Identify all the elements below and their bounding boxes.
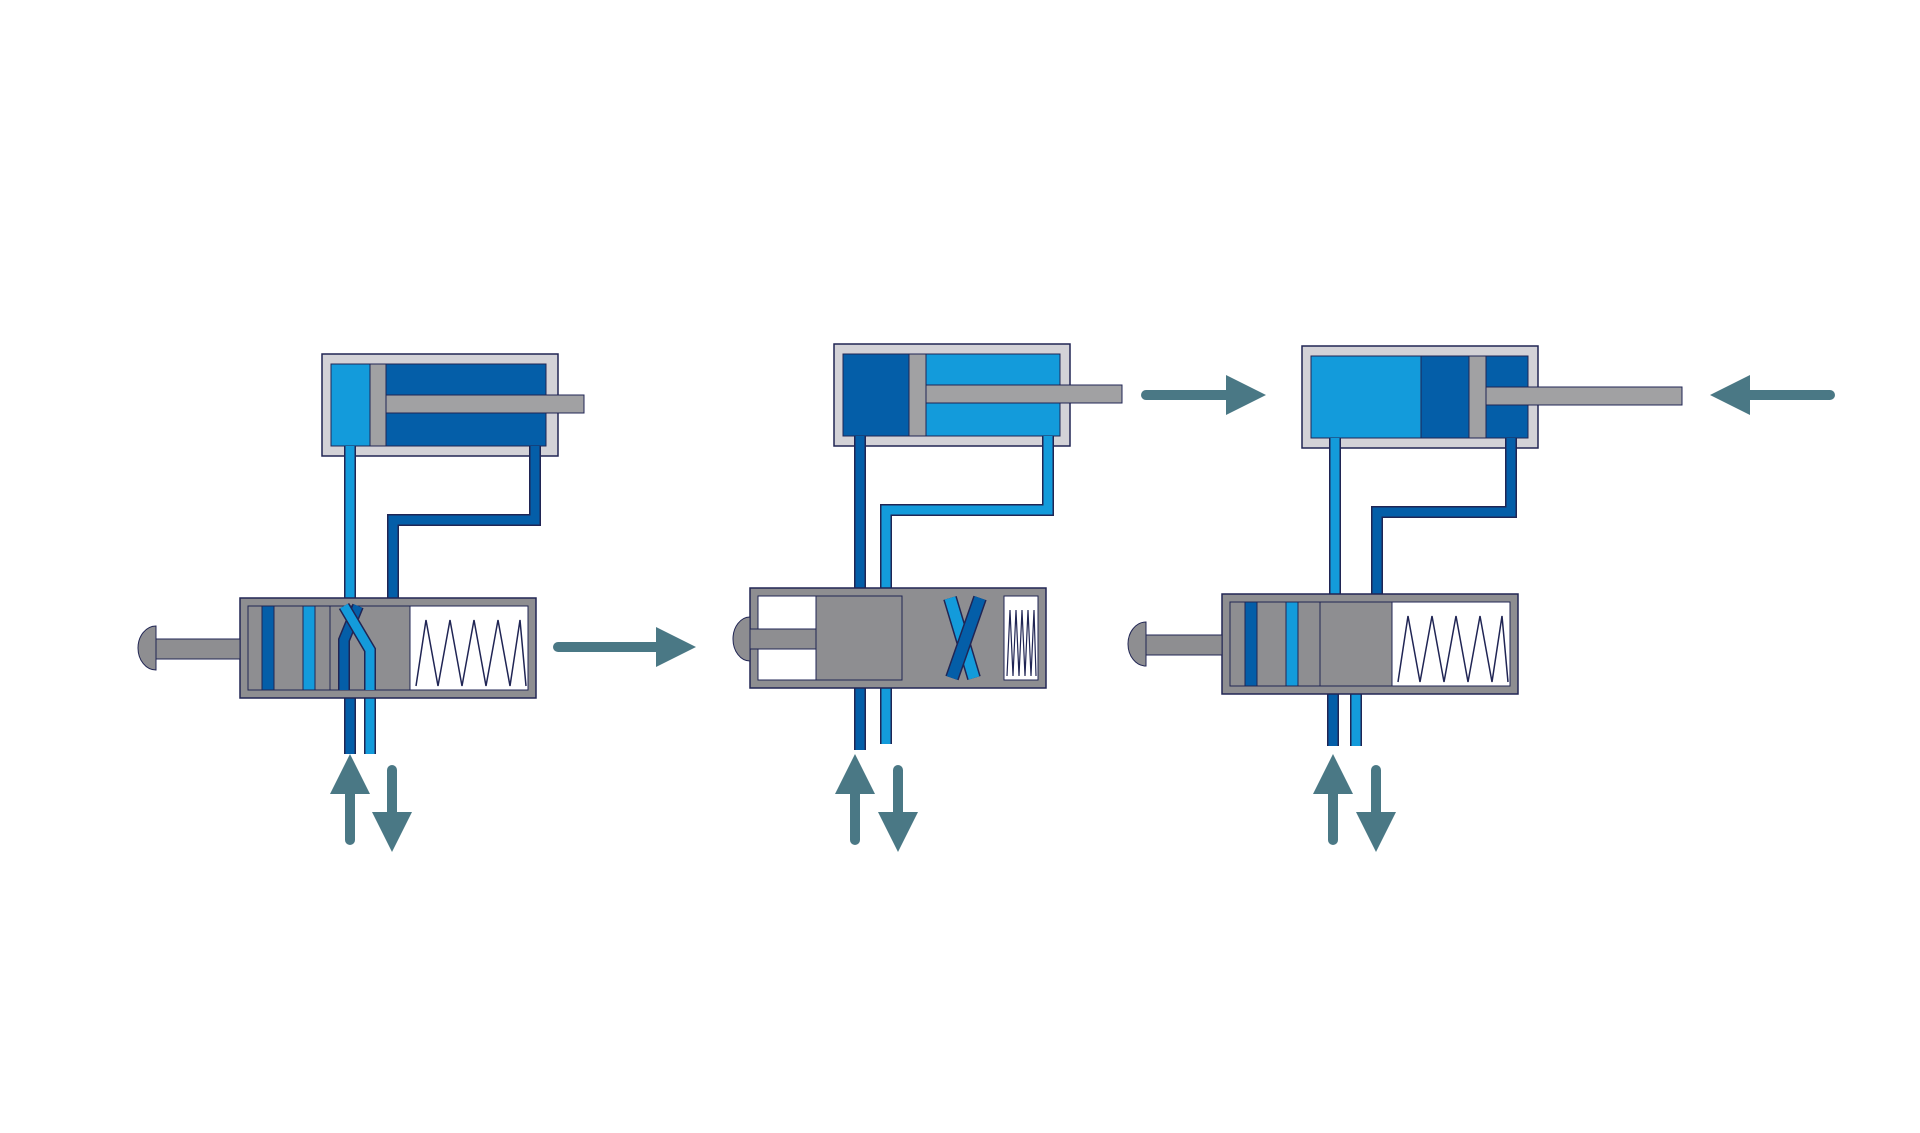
cylinder-chamber-a	[842, 353, 910, 437]
valve-spool	[247, 605, 411, 691]
cylinder-1	[321, 353, 585, 457]
cylinder-chamber-a	[1310, 355, 1422, 439]
push-button-icon	[732, 616, 817, 662]
spring-icon	[1003, 595, 1039, 681]
cylinder-chamber-mid	[1420, 355, 1470, 439]
piston-rod	[385, 394, 585, 414]
piston-rod	[925, 384, 1123, 404]
cylinder-chamber-a	[330, 363, 371, 447]
spring-icon	[1391, 601, 1511, 687]
piston-rod	[1485, 386, 1683, 406]
spool-band-light	[302, 605, 316, 691]
cylinder-3	[1301, 345, 1683, 449]
piston	[369, 363, 387, 447]
piston	[1468, 355, 1487, 439]
piston	[908, 353, 927, 437]
valve-1	[137, 597, 537, 699]
stage-2	[732, 343, 1123, 852]
spool-band-dark	[1244, 601, 1258, 687]
push-button-icon	[1127, 621, 1223, 667]
cylinder-2	[833, 343, 1123, 447]
valve-3	[1127, 593, 1519, 695]
air-lines-3	[1327, 438, 1517, 746]
spool-band-light	[1285, 601, 1299, 687]
valve-2	[732, 587, 1047, 689]
spring-icon	[409, 605, 529, 691]
stage-1	[137, 353, 585, 852]
valve-spool	[815, 595, 903, 681]
push-button-icon	[137, 625, 241, 671]
spool-band-dark	[261, 605, 275, 691]
stage-3	[1127, 345, 1683, 852]
